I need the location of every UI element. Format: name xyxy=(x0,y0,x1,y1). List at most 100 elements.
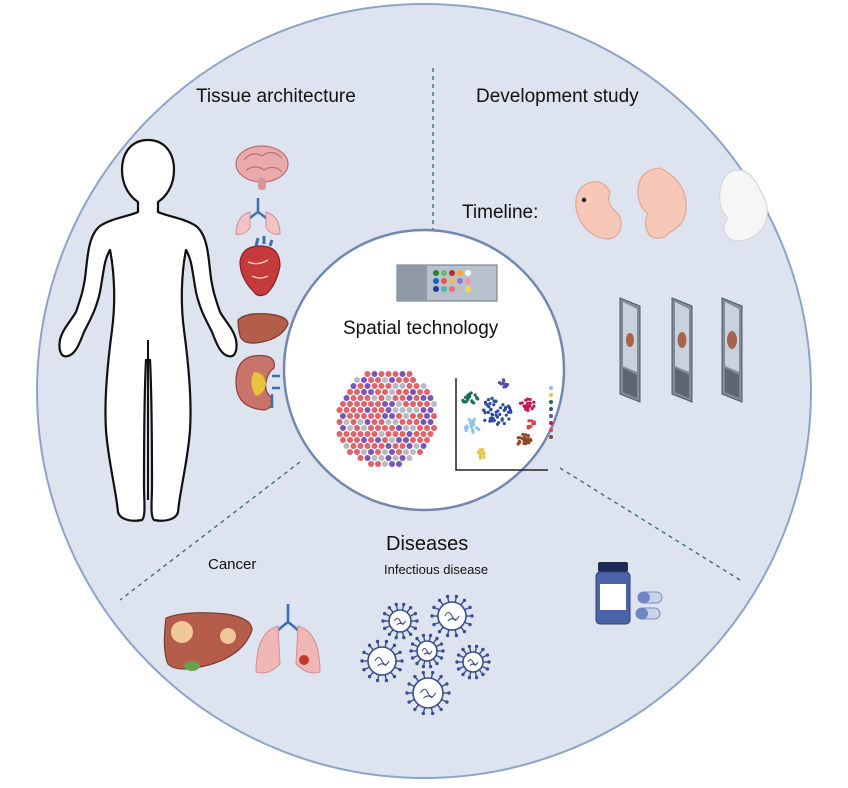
spot xyxy=(424,425,430,431)
spot xyxy=(396,449,402,455)
capsule-icon xyxy=(635,591,663,620)
spot xyxy=(396,377,402,383)
spot xyxy=(382,425,388,431)
spot xyxy=(350,431,357,437)
spot xyxy=(392,371,399,377)
cluster-point xyxy=(501,378,505,382)
legend-dot xyxy=(549,393,553,397)
cluster-point xyxy=(498,412,502,417)
cluster-point xyxy=(521,432,525,436)
slide-dot xyxy=(465,286,471,292)
slide-dot xyxy=(433,278,439,284)
spot xyxy=(382,437,388,443)
spot xyxy=(392,395,399,401)
spot xyxy=(378,443,385,449)
spot xyxy=(385,455,392,461)
spot xyxy=(371,395,378,401)
cluster-point xyxy=(526,426,530,430)
spot xyxy=(347,437,353,443)
cluster-point xyxy=(492,403,496,407)
spot xyxy=(406,395,413,401)
spot xyxy=(371,419,378,425)
cluster-point xyxy=(528,404,532,408)
spot xyxy=(336,431,343,437)
cluster-point xyxy=(526,408,530,412)
spot xyxy=(420,431,427,437)
spot xyxy=(378,371,385,377)
cluster-point xyxy=(482,451,486,455)
spot xyxy=(403,425,409,431)
spot xyxy=(382,449,388,455)
cluster-point xyxy=(482,455,486,459)
spot xyxy=(385,371,392,377)
spot xyxy=(350,395,357,401)
cluster-point xyxy=(478,449,482,453)
spot xyxy=(368,413,374,419)
cluster-point xyxy=(465,424,469,428)
spot xyxy=(371,443,378,449)
cluster-point xyxy=(506,404,510,408)
spot xyxy=(378,419,385,425)
cluster-point xyxy=(470,400,474,404)
spot xyxy=(382,377,388,383)
cluster-point xyxy=(469,424,473,428)
slide-dot xyxy=(433,286,439,292)
spot xyxy=(403,377,409,383)
cluster-point xyxy=(504,413,508,417)
spot xyxy=(427,431,434,437)
cluster-point xyxy=(472,417,476,421)
spot xyxy=(382,389,388,395)
spot xyxy=(368,401,374,407)
spot xyxy=(368,461,374,467)
spot xyxy=(371,383,378,389)
cluster-point xyxy=(478,455,482,459)
spot xyxy=(396,437,402,443)
infectious-disease-label: Infectious disease xyxy=(384,562,489,577)
spot xyxy=(427,395,434,401)
spot xyxy=(378,395,385,401)
spot xyxy=(375,389,381,395)
brain-icon xyxy=(235,145,289,190)
spot xyxy=(354,437,360,443)
spot xyxy=(389,401,395,407)
spot xyxy=(364,371,371,377)
cluster-point xyxy=(483,418,487,422)
cluster-point xyxy=(485,403,489,407)
spot xyxy=(361,401,367,407)
cluster-point xyxy=(481,448,485,452)
spot xyxy=(399,383,406,389)
spot xyxy=(368,449,374,455)
spot xyxy=(410,425,416,431)
spot xyxy=(417,449,423,455)
spot xyxy=(343,407,350,413)
spot xyxy=(413,431,420,437)
spot xyxy=(350,407,357,413)
cluster-point xyxy=(524,433,528,437)
spot xyxy=(403,437,409,443)
spot xyxy=(392,419,399,425)
spot xyxy=(424,389,430,395)
cluster-point xyxy=(517,439,521,444)
section-dividers xyxy=(119,68,741,601)
virus-icon xyxy=(360,639,404,683)
spot xyxy=(413,383,420,389)
spot xyxy=(382,461,388,467)
virus-icon xyxy=(409,633,445,669)
cluster-point xyxy=(496,409,500,413)
spot xyxy=(340,413,346,419)
spot xyxy=(389,389,395,395)
spot xyxy=(368,389,374,395)
cluster-point xyxy=(475,426,479,430)
cluster-point xyxy=(502,408,506,412)
tissue-slide-icon xyxy=(619,297,641,403)
spot xyxy=(357,455,364,461)
spot xyxy=(357,407,364,413)
spot xyxy=(417,425,423,431)
cluster-point xyxy=(516,442,520,446)
spot xyxy=(406,419,413,425)
spot xyxy=(396,413,402,419)
spot xyxy=(396,401,402,407)
cluster-point xyxy=(502,422,506,426)
spot xyxy=(410,389,416,395)
